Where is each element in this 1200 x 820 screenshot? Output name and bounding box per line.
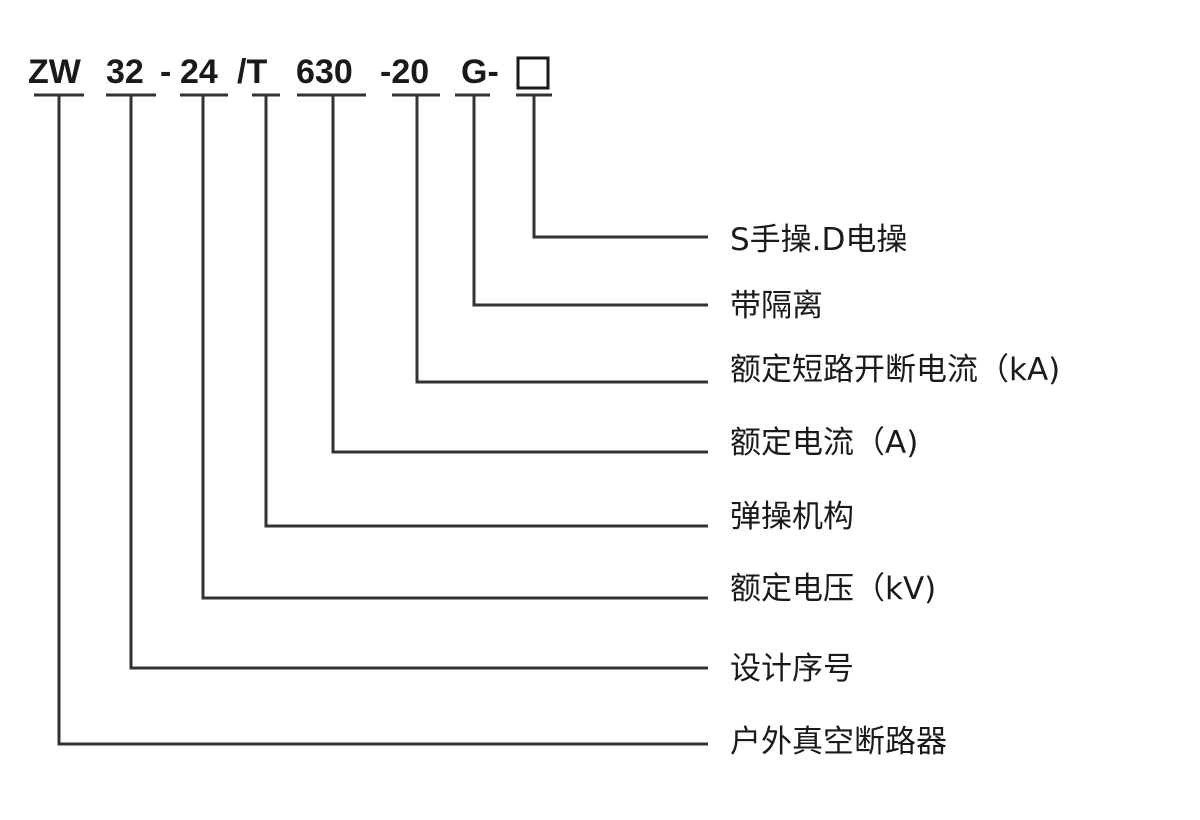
leader-breaking-current xyxy=(415,95,708,384)
desc-isolation: 带隔离 xyxy=(730,288,823,324)
leader-rated-voltage xyxy=(201,95,708,600)
desc-operation: S手操.D电操 xyxy=(730,222,907,258)
model-code: ZW 32 - 24 /T 630 -20 G- xyxy=(28,53,550,91)
code-dash: - xyxy=(160,53,171,91)
leader-rated-current xyxy=(331,95,708,454)
leader-design-number xyxy=(129,95,708,670)
desc-product-type: 户外真空断路器 xyxy=(730,724,947,760)
code-20: -20 xyxy=(380,53,429,91)
desc-rated-voltage: 额定电压（kV) xyxy=(730,571,936,607)
code-630: 630 xyxy=(296,53,353,91)
leader-product-type xyxy=(57,95,708,746)
desc-spring-mechanism: 弹操机构 xyxy=(730,499,854,535)
leader-lines xyxy=(57,95,708,746)
code-32: 32 xyxy=(106,53,144,91)
code-placeholder-box xyxy=(516,56,550,90)
code-zw: ZW xyxy=(28,53,82,91)
code-t: /T xyxy=(237,53,267,91)
leader-spring-mechanism xyxy=(264,95,708,528)
code-24: 24 xyxy=(180,53,218,91)
desc-design-number: 设计序号 xyxy=(730,651,854,687)
leader-operation xyxy=(532,95,708,239)
desc-breaking-current: 额定短路开断电流（kA) xyxy=(730,352,1060,388)
leader-isolation xyxy=(472,95,708,307)
code-g: G- xyxy=(461,53,499,91)
desc-rated-current: 额定电流（A) xyxy=(730,425,918,461)
descriptions: S手操.D电操 带隔离 额定短路开断电流（kA) 额定电流（A) 弹操机构 额定… xyxy=(730,222,1060,760)
